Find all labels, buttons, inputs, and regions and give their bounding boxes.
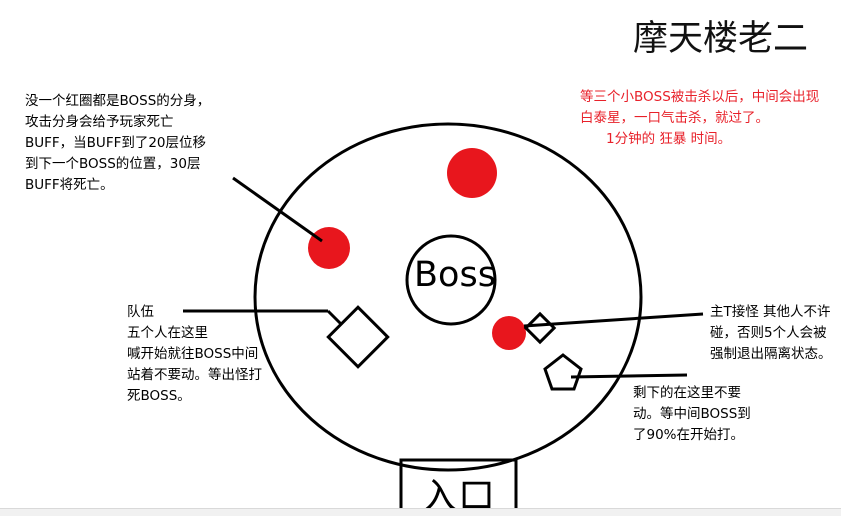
boss-circle (405, 234, 497, 326)
clone-note-line: 到下一个BOSS的位置，30层 (25, 156, 201, 172)
team-note-line: 五个人在这里 (127, 325, 208, 341)
tank-marker-diamond (523, 311, 557, 345)
clone-note: 没一个红圈都是BOSS的分身， 攻击分身会给予玩家死亡 BUFF，当BUFF到了… (25, 91, 210, 196)
rest-note: 剩下的在这里不要 动。等中间BOSS到 了90%在开始打。 (633, 383, 751, 446)
tank-note-line: 碰，否则5个人会被 (710, 325, 827, 341)
rest-note-line: 了90%在开始打。 (633, 427, 745, 443)
rest-note-line: 动。等中间BOSS到 (633, 406, 751, 422)
arena-circle (253, 122, 643, 472)
team-marker-diamond (326, 305, 390, 369)
others-marker-pentagon (543, 353, 583, 391)
clone-note-line: BUFF将死亡。 (25, 177, 114, 193)
tank-note: 主T接怪 其他人不许 碰，否则5个人会被 强制退出隔离状态。 (710, 302, 832, 365)
leader-line-clone (232, 176, 323, 243)
team-note-line: 队伍 (127, 304, 154, 320)
phase-note-line: 白泰星，一口气击杀，就过了。 (580, 110, 769, 126)
phase-note: 等三个小BOSS被击杀以后，中间会出现 白泰星，一口气击杀，就过了。 1分钟的 … (580, 87, 819, 150)
phase-note-line: 等三个小BOSS被击杀以后，中间会出现 (580, 89, 820, 105)
team-note-line: 站着不要动。等出怪打 (127, 367, 262, 383)
team-note: 队伍 五个人在这里 喊开始就往BOSS中间 站着不要动。等出怪打 死BOSS。 (127, 302, 262, 407)
boss-label: Boss (414, 255, 496, 295)
tank-note-line: 强制退出隔离状态。 (710, 346, 832, 362)
team-note-line: 死BOSS。 (127, 388, 191, 404)
rest-note-line: 剩下的在这里不要 (633, 385, 741, 401)
clone-note-line: BUFF，当BUFF到了20层位移 (25, 135, 207, 151)
red-clone-left (308, 227, 350, 269)
leader-line-others (570, 373, 688, 379)
red-clone-top (447, 148, 497, 198)
clone-note-line: 没一个红圈都是BOSS的分身， (25, 93, 211, 109)
bottom-scroll-bar[interactable] (0, 508, 841, 516)
diagram-title: 摩天楼老二 (633, 19, 809, 59)
team-note-line: 喊开始就往BOSS中间 (127, 346, 259, 362)
tank-note-line: 主T接怪 其他人不许 (710, 304, 831, 320)
clone-note-line: 攻击分身会给予玩家死亡 (25, 114, 174, 130)
leader-line-tank (523, 312, 704, 328)
leader-line-team-2 (326, 309, 343, 326)
red-clone-right (492, 316, 526, 350)
phase-note-line: 1分钟的 狂暴 时间。 (606, 131, 732, 147)
